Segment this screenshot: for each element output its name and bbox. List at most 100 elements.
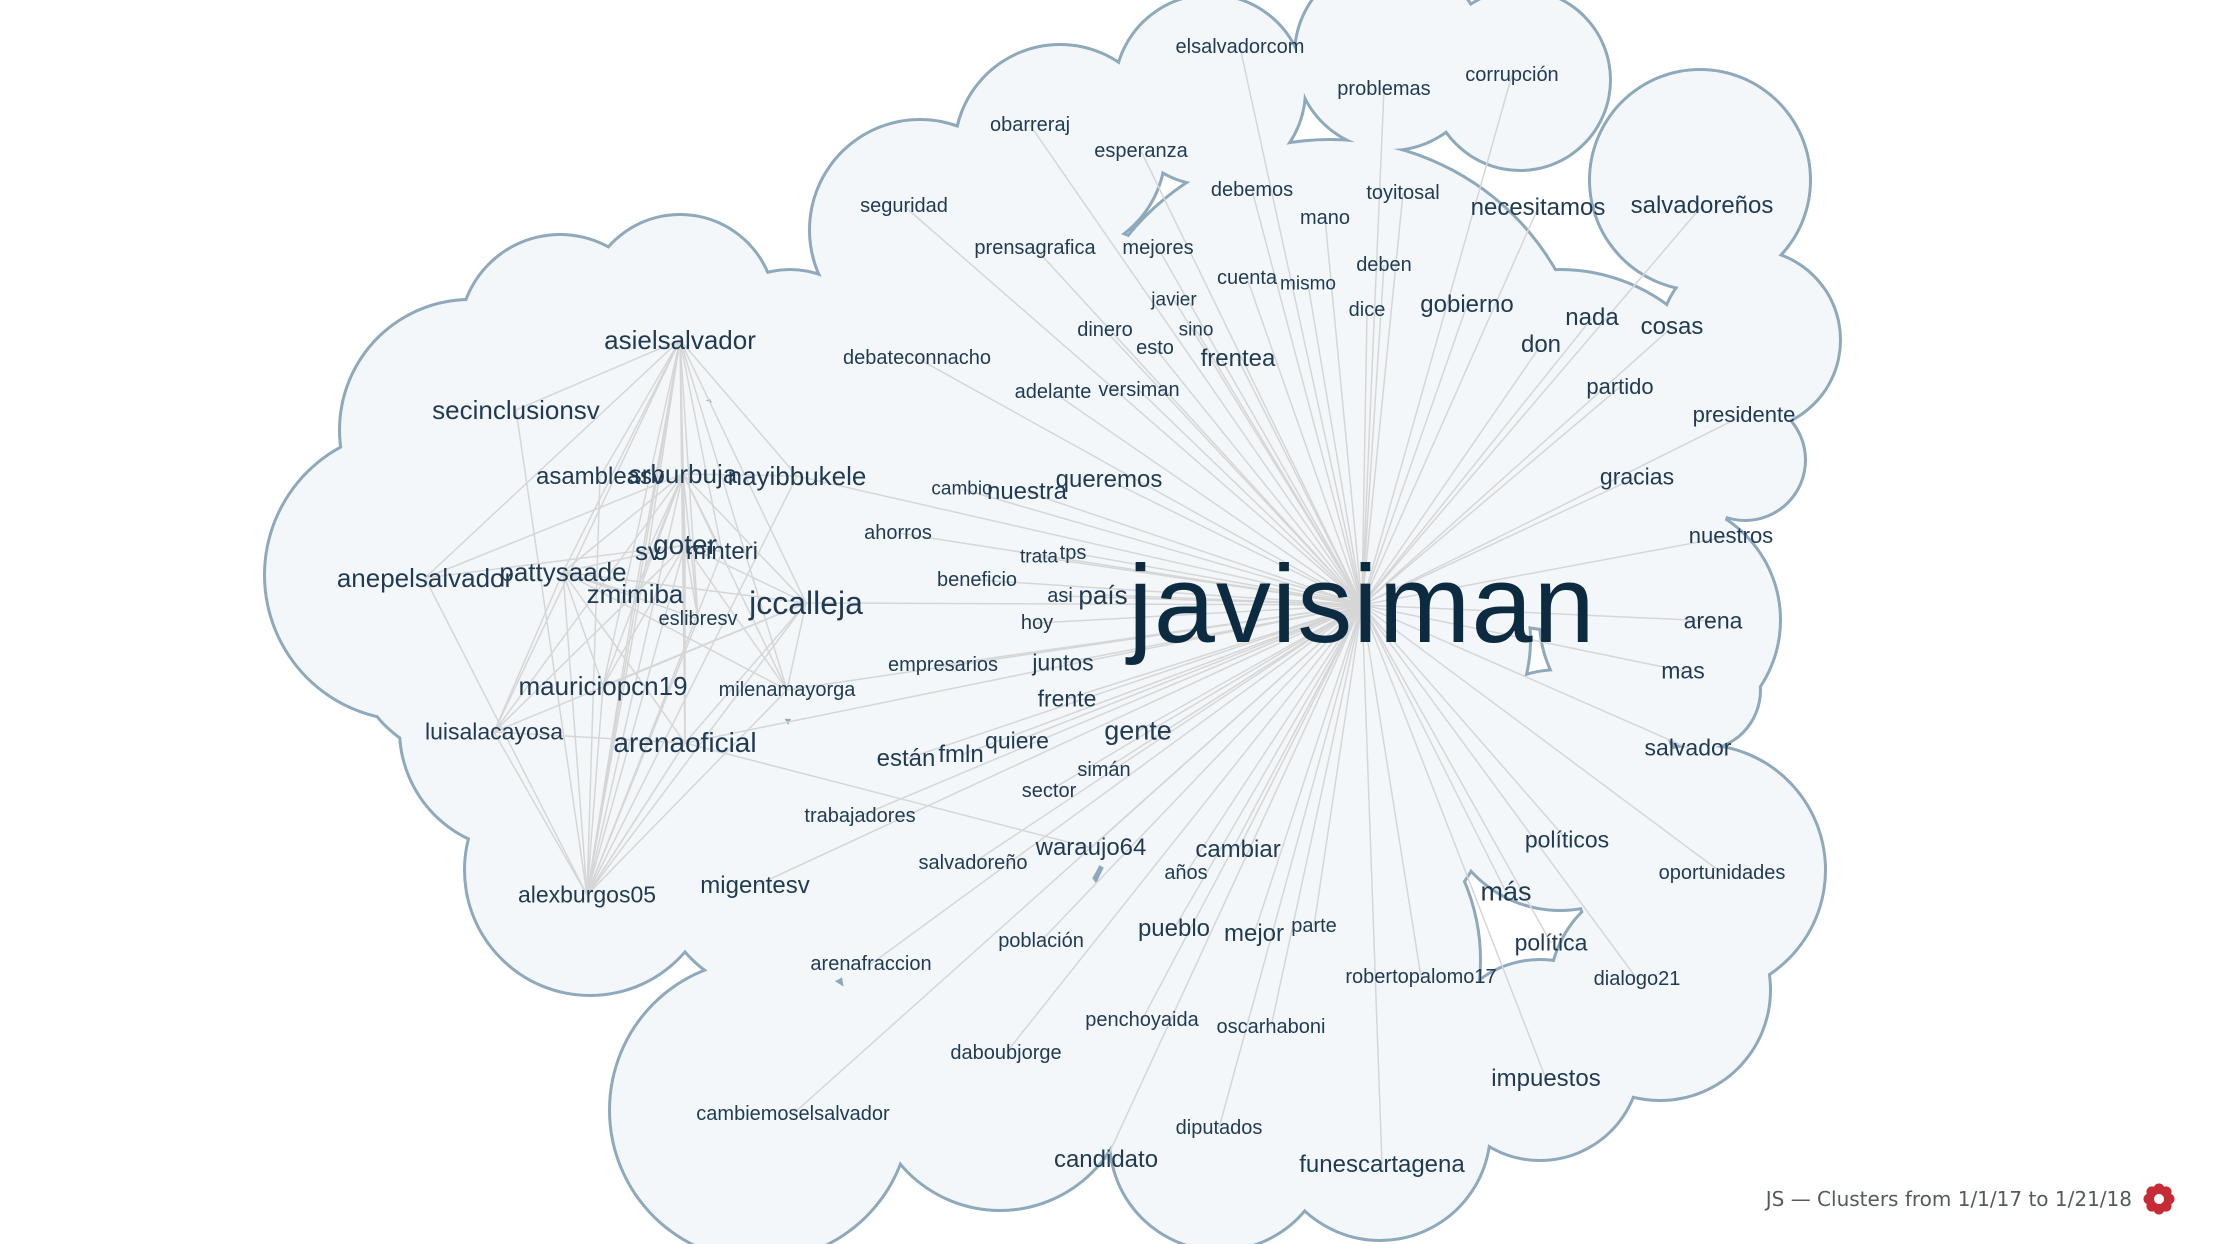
term-migentesv[interactable]: migentesv: [700, 872, 810, 899]
term-secinclusionsv[interactable]: secinclusionsv: [432, 395, 600, 425]
term-gracias[interactable]: gracias: [1599, 463, 1675, 490]
term-nuestra[interactable]: nuestra: [986, 478, 1068, 505]
term-versiman[interactable]: versiman: [1098, 379, 1180, 401]
term-sector[interactable]: sector: [1021, 780, 1077, 802]
term-salvadoreños[interactable]: salvadoreños: [1630, 192, 1774, 219]
term-empresarios[interactable]: empresarios: [887, 654, 999, 676]
term-simán[interactable]: simán: [1077, 759, 1131, 781]
term-más[interactable]: más: [1480, 876, 1532, 907]
term-dialogo21[interactable]: dialogo21: [1593, 968, 1681, 990]
term-waraujo64[interactable]: waraujo64: [1035, 834, 1147, 861]
term-mejor[interactable]: mejor: [1223, 920, 1285, 947]
term-cuenta[interactable]: cuenta: [1216, 267, 1278, 289]
term-robertopalomo17[interactable]: robertopalomo17: [1345, 966, 1497, 988]
term-javisiman[interactable]: javisiman: [1128, 543, 1596, 666]
term-nada[interactable]: nada: [1565, 304, 1619, 331]
term-adelante[interactable]: adelante: [1014, 381, 1092, 403]
term-sino[interactable]: sino: [1178, 319, 1214, 341]
term-mauriciopcn19[interactable]: mauriciopcn19: [518, 671, 688, 701]
term-diputados[interactable]: diputados: [1175, 1117, 1263, 1139]
term-esperanza[interactable]: esperanza: [1094, 140, 1188, 162]
term-necesitamos[interactable]: necesitamos: [1470, 194, 1606, 221]
term-daboubjorge[interactable]: daboubjorge: [950, 1042, 1062, 1064]
term-hoy[interactable]: hoy: [1020, 612, 1054, 634]
term-parte[interactable]: parte: [1291, 915, 1337, 937]
term-trabajadores[interactable]: trabajadores: [804, 805, 916, 827]
term-políticos[interactable]: políticos: [1524, 826, 1610, 853]
term-dice[interactable]: dice: [1348, 299, 1386, 321]
term-país[interactable]: país: [1078, 580, 1128, 610]
edge-javisiman-frentea: [1237, 358, 1363, 606]
term-toyitosal[interactable]: toyitosal: [1366, 182, 1440, 204]
term-trata[interactable]: trata: [1019, 546, 1059, 568]
term-cambiar[interactable]: cambiar: [1195, 836, 1281, 863]
term-frente[interactable]: frente: [1037, 685, 1097, 712]
term-goter[interactable]: goter: [653, 529, 717, 560]
term-asambleasv[interactable]: asambleasv: [535, 463, 665, 490]
term-debateconnacho[interactable]: debateconnacho: [843, 347, 991, 369]
term-asielsalvador[interactable]: asielsalvador: [604, 325, 756, 355]
term-obarreraj[interactable]: obarreraj: [989, 114, 1071, 136]
term-oportunidades[interactable]: oportunidades: [1658, 862, 1786, 884]
term-salvadoreño[interactable]: salvadoreño: [918, 852, 1028, 874]
term-población[interactable]: población: [998, 930, 1084, 952]
term-cambio[interactable]: cambio: [931, 478, 993, 500]
term-javier[interactable]: javier: [1151, 289, 1197, 311]
term-mano[interactable]: mano: [1299, 207, 1351, 229]
term-gente[interactable]: gente: [1104, 715, 1172, 746]
term-mismo[interactable]: mismo: [1280, 273, 1336, 295]
term-arena[interactable]: arena: [1683, 607, 1743, 634]
term-tps[interactable]: tps: [1059, 542, 1087, 564]
term-juntos[interactable]: juntos: [1032, 649, 1094, 676]
term-srburbuja[interactable]: srburbuja: [628, 459, 738, 489]
term-nuestros[interactable]: nuestros: [1688, 523, 1774, 548]
term-cosas[interactable]: cosas: [1640, 313, 1704, 340]
term-funescartagena[interactable]: funescartagena: [1299, 1151, 1465, 1178]
term-fmln[interactable]: fmln: [938, 741, 984, 768]
term-debemos[interactable]: debemos: [1210, 179, 1294, 201]
term-arenafraccion[interactable]: arenafraccion: [810, 953, 932, 975]
term-queremos[interactable]: queremos: [1055, 466, 1163, 493]
term-deben[interactable]: deben: [1356, 254, 1412, 276]
term-anepelsalvador[interactable]: anepelsalvador: [336, 563, 514, 593]
term-don[interactable]: don: [1520, 331, 1562, 358]
term-seguridad[interactable]: seguridad: [860, 195, 948, 217]
term-están[interactable]: están: [876, 745, 936, 772]
term-minteri[interactable]: minteri: [685, 538, 759, 565]
term-gobierno[interactable]: gobierno: [1420, 291, 1514, 318]
term-luisalacayosa[interactable]: luisalacayosa: [424, 718, 564, 745]
term-milenamayorga[interactable]: milenamayorga: [718, 679, 856, 701]
term-ahorros[interactable]: ahorros: [864, 522, 932, 544]
term-penchoyaida[interactable]: penchoyaida: [1085, 1009, 1199, 1031]
term-jccalleja[interactable]: jccalleja: [749, 585, 863, 621]
term-impuestos[interactable]: impuestos: [1491, 1065, 1601, 1092]
term-beneficio[interactable]: beneficio: [936, 569, 1018, 591]
term-partido[interactable]: partido: [1586, 374, 1654, 399]
term-pueblo[interactable]: pueblo: [1137, 915, 1211, 942]
term-corrupción[interactable]: corrupción: [1465, 64, 1559, 86]
term-mas[interactable]: mas: [1661, 657, 1705, 684]
term-oscarhaboni[interactable]: oscarhaboni: [1216, 1016, 1326, 1038]
term-arenaoficial[interactable]: arenaoficial: [613, 727, 757, 758]
term-dinero[interactable]: dinero: [1077, 319, 1133, 341]
term-problemas[interactable]: problemas: [1337, 78, 1431, 100]
term-cambiemoselsalvador[interactable]: cambiemoselsalvador: [696, 1103, 890, 1125]
term-frentea[interactable]: frentea: [1200, 345, 1276, 372]
term-sv[interactable]: sv: [635, 536, 661, 566]
term-presidente[interactable]: presidente: [1692, 402, 1796, 427]
term-política[interactable]: política: [1514, 929, 1588, 956]
term-eslibresv[interactable]: eslibresv: [658, 608, 738, 630]
term-quiere[interactable]: quiere: [985, 727, 1049, 754]
term-zmimiba[interactable]: zmimiba: [586, 579, 684, 609]
term-elsalvadorcom[interactable]: elsalvadorcom: [1175, 36, 1305, 58]
term-pattysaade[interactable]: pattysaade: [499, 557, 627, 587]
term-años[interactable]: años: [1164, 862, 1208, 884]
term-alexburgos05[interactable]: alexburgos05: [517, 881, 657, 908]
term-esto[interactable]: esto: [1136, 337, 1174, 359]
term-asi[interactable]: asi: [1047, 585, 1073, 607]
term-salvador[interactable]: salvador: [1644, 734, 1732, 761]
term-candidato[interactable]: candidato: [1053, 1146, 1159, 1173]
term-mejores[interactable]: mejores: [1122, 237, 1194, 259]
term-nayibbukele[interactable]: nayibbukele: [727, 461, 867, 491]
term-prensagrafica[interactable]: prensagrafica: [974, 237, 1096, 259]
